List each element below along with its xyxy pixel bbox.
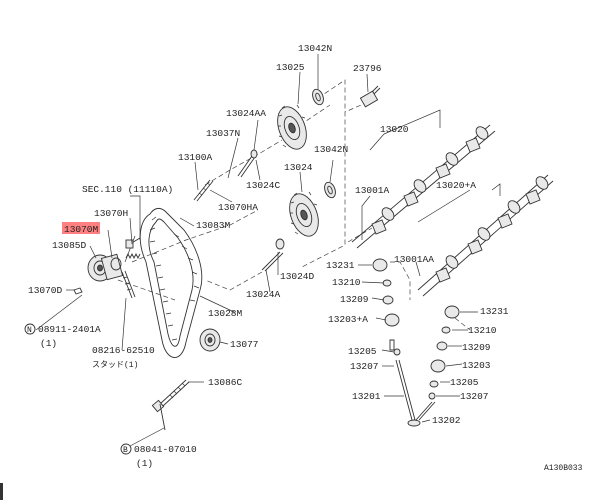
label-13207-left: 13207	[350, 361, 379, 372]
tensioner-pulley	[87, 253, 124, 282]
label-08041-07010: 08041-07010	[134, 444, 197, 455]
label-13083M: 13083M	[196, 220, 231, 231]
label-13210-left: 13210	[332, 277, 361, 288]
label-13024AA: 13024AA	[226, 108, 266, 119]
bolt-13070H	[125, 237, 141, 249]
label-13205-right: 13205	[450, 377, 479, 388]
label-23796: 23796	[353, 63, 382, 74]
label-13037N: 13037N	[206, 128, 240, 139]
label-13024A: 13024A	[246, 289, 281, 300]
label-13070HA: 13070HA	[218, 202, 258, 213]
seal-13042N-upper	[312, 88, 324, 106]
seal-13042N-lower	[324, 181, 336, 199]
label-13042N-mid: 13042N	[314, 144, 348, 155]
label-13024: 13024	[284, 162, 313, 173]
bolt-13024D	[261, 238, 285, 272]
label-13100A: 13100A	[178, 152, 213, 163]
stud-08216	[121, 270, 136, 299]
label-13024D: 13024D	[280, 271, 315, 282]
label-sec110: SEC.110 (11110A)	[82, 184, 173, 195]
svg-text:N: N	[27, 326, 32, 335]
left-edge-mark	[0, 483, 3, 500]
leader-lines	[35, 54, 501, 447]
label-13231-right: 13231	[480, 306, 509, 317]
circle-marker-b: B	[120, 443, 132, 455]
part-labels: 13042N 23796 13025 13024AA 13037N 13020 …	[24, 43, 583, 473]
timing-belt	[139, 207, 203, 358]
label-08041-qty: (1)	[136, 458, 153, 469]
circle-marker-n: N	[24, 323, 36, 335]
camshaft-13020	[351, 124, 496, 249]
label-08216-note: スタッド(1)	[92, 360, 138, 370]
label-13205-left: 13205	[348, 346, 377, 357]
label-13024C: 13024C	[246, 180, 281, 191]
label-13201: 13201	[352, 391, 381, 402]
bolt-13100A	[193, 179, 214, 202]
valve-train-right	[415, 305, 460, 421]
label-13028M: 13028M	[208, 308, 243, 319]
label-13231-left: 13231	[326, 260, 355, 271]
label-13042N-top: 13042N	[298, 43, 332, 54]
label-13203: 13203	[462, 360, 491, 371]
label-13209-left: 13209	[340, 294, 369, 305]
label-13086C: 13086C	[208, 377, 243, 388]
label-13207-right: 13207	[460, 391, 489, 402]
label-13077: 13077	[230, 339, 259, 350]
label-08216-62510: 08216-62510	[92, 345, 155, 356]
label-13070M: 13070M	[64, 224, 99, 235]
bolt-13086C	[151, 379, 190, 431]
label-13070D: 13070D	[28, 285, 63, 296]
diagram-corner-code: A130B033	[544, 464, 583, 473]
label-13210-right: 13210	[468, 325, 497, 336]
cam-sprocket-upper	[277, 104, 307, 150]
label-13020A: 13020+A	[436, 180, 476, 191]
label-13001A: 13001A	[355, 185, 390, 196]
label-13202: 13202	[432, 415, 461, 426]
label-08911-2401A: 08911-2401A	[38, 324, 101, 335]
label-13085D: 13085D	[52, 240, 87, 251]
label-13020: 13020	[380, 124, 409, 135]
idler-pulley	[199, 328, 221, 352]
label-13001AA: 13001AA	[394, 254, 434, 265]
tensioner-bolt-small	[73, 287, 83, 295]
label-13070H: 13070H	[94, 208, 128, 219]
label-13209-right: 13209	[462, 342, 491, 353]
label-13025: 13025	[276, 62, 305, 73]
sensor-23796	[359, 85, 381, 108]
part-highlight	[62, 222, 100, 234]
camshaft-13020A	[417, 174, 554, 297]
label-13203A: 13203+A	[328, 314, 368, 325]
label-08911-qty: (1)	[40, 338, 57, 349]
svg-text:B: B	[123, 446, 128, 455]
cam-sprocket-lower	[289, 191, 319, 237]
